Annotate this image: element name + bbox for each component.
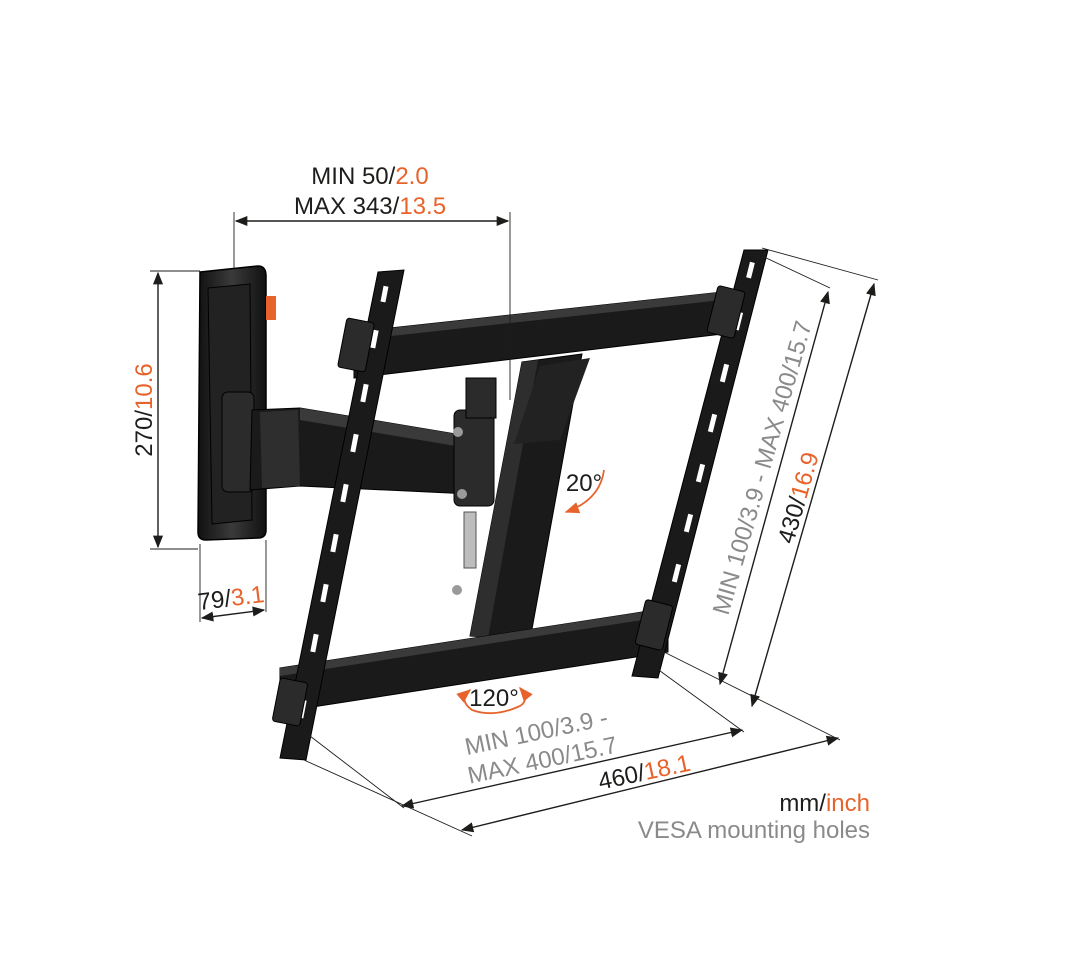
swivel-angle-label: 120°: [469, 685, 519, 712]
vesa-legend: VESA mounting holes: [638, 817, 870, 844]
depth-min-label: MIN 50/2.0: [311, 163, 428, 190]
vesa-v-extension-top: [761, 255, 831, 289]
plate-width-label: 79/3.1: [196, 581, 266, 616]
tilt-arrow: [564, 469, 605, 514]
tv-upright-left: [272, 269, 405, 761]
frame-w-extension-left: [303, 759, 473, 837]
plate-height-label: 270/10.6: [131, 363, 158, 456]
vesa-h-extension-right: [655, 667, 745, 733]
depth-max-label: MAX 343/13.5: [294, 193, 446, 220]
plate-lock-tab: [266, 296, 276, 320]
frame-w-extension-right: [659, 649, 841, 741]
tv-bracket-center: [469, 353, 590, 641]
units-legend: mm/inch: [779, 790, 870, 817]
tilt-angle-label: 20°: [566, 470, 602, 497]
vesa-h-extension-left: [309, 735, 405, 809]
plate-width-dimension-line: [200, 606, 266, 622]
articulated-arm: [249, 377, 500, 595]
swivel-arrow: [456, 686, 533, 715]
frame-h-extension-top: [761, 247, 879, 281]
tv-rails: [279, 291, 723, 713]
wall-plate: [197, 265, 276, 541]
frame-width-dimension-line: [460, 735, 840, 833]
wall-mount-illustration: [197, 249, 769, 761]
frame-height-dimension-line: [750, 282, 876, 708]
